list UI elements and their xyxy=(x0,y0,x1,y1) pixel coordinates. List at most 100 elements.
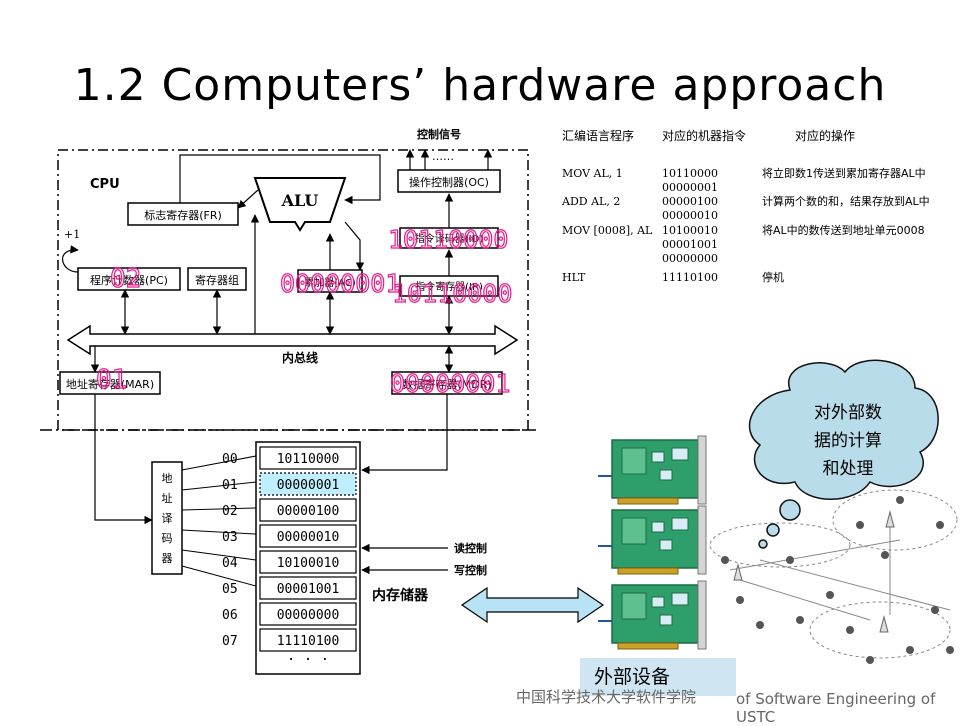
table-header-asm: 汇编语言程序 xyxy=(562,128,634,143)
memory-cell-value: 00001001 xyxy=(277,582,340,597)
memory-cell-address: 07 xyxy=(222,634,238,649)
memory-cell-value: 10100010 xyxy=(277,556,340,571)
row1-machine-2: 00000001 xyxy=(662,181,718,194)
decoder-word-lines xyxy=(181,455,257,587)
memory-cell-value: 00000000 xyxy=(277,608,340,623)
row1-machine-1: 10110000 xyxy=(662,167,718,180)
memory-cell-address: 04 xyxy=(222,556,238,571)
cpu-label: CPU xyxy=(90,177,120,192)
instruction-register-label: 指令寄存器(IR) xyxy=(415,280,483,293)
row3-asm: MOV [0008], AL xyxy=(562,224,653,237)
row1-asm: MOV AL, 1 xyxy=(562,167,623,180)
footer-right: of Software Engineering of USTC xyxy=(736,690,936,726)
control-signal-label: 控制信号 xyxy=(417,127,461,141)
expansion-card-icon xyxy=(598,580,707,650)
alu-flag-arrow xyxy=(237,189,259,209)
footer-left: 中国科学技术大学软件学院 xyxy=(516,688,697,706)
alu-to-ac-arrow xyxy=(344,221,365,271)
peripheral-cards xyxy=(598,435,707,650)
pc-increment-label: +1 xyxy=(64,228,80,241)
memory-cell-address: 02 xyxy=(222,504,238,519)
alu-label: ALU xyxy=(281,191,319,210)
expansion-card-icon xyxy=(598,505,707,575)
memory-cell xyxy=(259,550,357,574)
expansion-card-icon xyxy=(598,435,707,505)
flag-register-label: 标志寄存器(FR) xyxy=(144,208,222,222)
memory-cell-address: 03 xyxy=(222,530,238,545)
row2-asm: ADD AL, 2 xyxy=(561,195,620,208)
decoder-char-3: 译 xyxy=(162,512,173,525)
memory-cell-address: 01 xyxy=(222,478,238,493)
row1-op: 将立即数1传送到累加寄存器AL中 xyxy=(762,166,926,180)
memory-cell xyxy=(259,524,357,548)
memory-cell-address: 05 xyxy=(222,582,238,597)
mdr-memory-link xyxy=(361,394,448,475)
memory-cell-value: 11110100 xyxy=(277,634,340,649)
internal-bus xyxy=(66,324,519,356)
memory-cell xyxy=(259,498,357,522)
memory-cell xyxy=(259,472,357,496)
network-antenna-icons xyxy=(733,510,895,633)
row3-op: 将AL中的数传送到地址单元0008 xyxy=(762,223,925,237)
memory-cell xyxy=(259,628,357,652)
decoder-char-2: 址 xyxy=(162,491,173,505)
memory-cell-address: 06 xyxy=(222,608,238,623)
memory-cells: 1011000000000000010100000100020000001003… xyxy=(222,446,357,652)
program-counter-label: 程序计数器(PC) xyxy=(90,273,168,287)
mar-value-annotation: 01 xyxy=(96,365,127,395)
pc-increment-loop xyxy=(62,245,79,273)
io-double-arrow xyxy=(460,586,605,624)
decoder-char-5: 器 xyxy=(162,552,173,565)
write-control-label: 写控制 xyxy=(454,563,487,577)
memory-cell-address: 00 xyxy=(222,452,238,467)
flag-register xyxy=(127,202,239,226)
decoder-char-4: 码 xyxy=(162,532,173,545)
control-signal-dots: …… xyxy=(432,150,454,163)
mar-to-decoder xyxy=(94,394,153,525)
row2-machine-1: 00000100 xyxy=(662,195,718,208)
memory-cell xyxy=(259,446,357,470)
row2-op: 计算两个数的和，结果存放到AL中 xyxy=(762,194,930,208)
slide-title: 1.2 Computers’ hardware approach xyxy=(73,60,887,111)
pc-value-annotation: 02 xyxy=(110,264,141,294)
ir-value-annotation: 10110000 xyxy=(392,279,512,308)
row4-op: 停机 xyxy=(762,270,784,284)
thought-bubble: 对外部数 据的计算 和处理 xyxy=(748,359,939,549)
ac-value-annotation: 00000001 xyxy=(280,269,400,298)
table-header-machine: 对应的机器指令 xyxy=(662,128,746,143)
bubble-line-1: 对外部数 xyxy=(814,403,882,423)
internal-bus-label: 内总线 xyxy=(282,350,318,365)
instruction-decoder-label: 指令译码器(ID) xyxy=(415,232,484,245)
memory-cell-value: 00000100 xyxy=(277,504,340,519)
alu-shape xyxy=(253,177,347,232)
table-header-op: 对应的操作 xyxy=(795,128,855,143)
network-illustration xyxy=(709,489,958,659)
row4-asm: HLT xyxy=(562,271,586,284)
memory-cell-value: 10110000 xyxy=(277,452,340,467)
accumulator-label: 累加器(AC) xyxy=(304,277,356,289)
row3-machine-2: 00001001 xyxy=(662,238,718,251)
memory-cell xyxy=(259,576,357,600)
bubble-line-3: 和处理 xyxy=(823,459,874,479)
register-group-label: 寄存器组 xyxy=(195,273,239,287)
row3-machine-3: 00000000 xyxy=(662,252,718,265)
operation-controller-label: 操作控制器(OC) xyxy=(409,175,489,189)
bubble-line-2: 据的计算 xyxy=(814,431,882,451)
data-register-label: 数据寄存器(MDR) xyxy=(402,377,491,391)
alu-to-fr-path xyxy=(179,154,381,205)
id-value-annotation: 10110000 xyxy=(388,225,508,254)
external-device-label: 外部设备 xyxy=(580,658,736,696)
cpu-diagram: CPU 标志寄存器(FR) ALU 控制信号 …… 操作控制器(OC) 指令译码… xyxy=(40,127,540,675)
address-register xyxy=(59,371,161,395)
program-table: 汇编语言程序 对应的机器指令 对应的操作 MOV AL, 1 10110000 … xyxy=(561,128,930,284)
address-decoder xyxy=(151,461,183,575)
row4-machine-1: 11110100 xyxy=(662,271,718,284)
mdr-value-annotation: 00000001 xyxy=(390,369,510,398)
network-nodes xyxy=(721,496,954,664)
row3-machine-1: 10100010 xyxy=(662,224,718,237)
memory-cell xyxy=(259,602,357,626)
memory-cell-value: 00000001 xyxy=(277,478,340,493)
read-control-label: 读控制 xyxy=(454,541,487,555)
operation-controller xyxy=(397,169,501,193)
